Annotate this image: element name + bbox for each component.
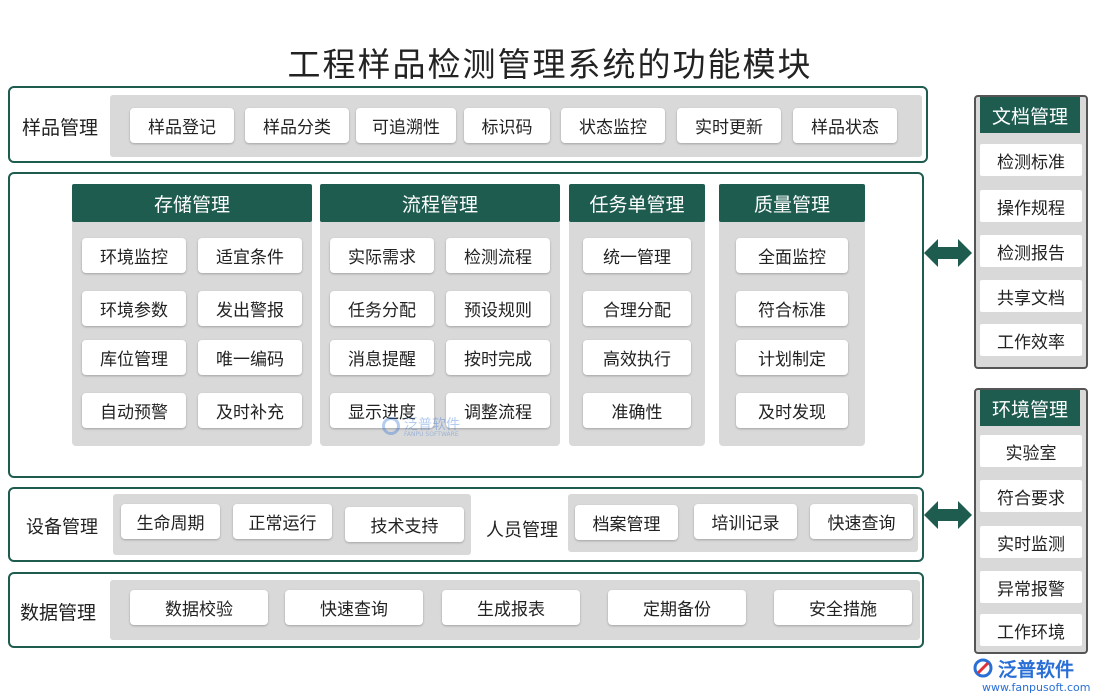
process-item: 按时完成 <box>446 340 550 375</box>
personnel-label: 人员管理 <box>486 520 558 541</box>
watermark: 泛普软件 FANPU SOFTWARE <box>382 414 492 440</box>
logo-url: www.fanpusoft.com <box>982 681 1091 694</box>
personnel-item: 培训记录 <box>694 504 797 539</box>
process-item: 消息提醒 <box>330 340 434 375</box>
process-item: 检测流程 <box>446 238 550 273</box>
sample-item: 样品状态 <box>793 108 897 143</box>
env-box <box>974 388 1088 654</box>
quality-item: 全面监控 <box>736 238 848 273</box>
process-header: 流程管理 <box>320 184 560 222</box>
sample-label: 样品管理 <box>22 117 99 139</box>
task-item: 合理分配 <box>583 291 691 326</box>
personnel-item: 快速查询 <box>810 504 913 539</box>
equipment-item: 正常运行 <box>233 504 332 539</box>
data-item: 数据校验 <box>130 590 268 625</box>
storage-header: 存储管理 <box>72 184 312 222</box>
docs-box <box>974 95 1088 369</box>
storage-item: 环境参数 <box>82 291 186 326</box>
double-arrow-icon <box>924 236 972 270</box>
watermark-name: 泛普软件 <box>404 417 460 433</box>
task-item: 统一管理 <box>583 238 691 273</box>
task-item: 高效执行 <box>583 340 691 375</box>
docs-item: 共享文档 <box>980 280 1082 312</box>
data-item: 快速查询 <box>285 590 423 625</box>
storage-item: 自动预警 <box>82 393 186 428</box>
fanpu-logo-icon <box>972 657 994 679</box>
storage-item: 发出警报 <box>198 291 302 326</box>
storage-item: 适宜条件 <box>198 238 302 273</box>
logo-name: 泛普软件 <box>998 659 1075 681</box>
sample-item: 样品分类 <box>245 108 349 143</box>
task-item: 准确性 <box>583 393 691 428</box>
data-item: 生成报表 <box>442 590 580 625</box>
storage-item: 唯一编码 <box>198 340 302 375</box>
sample-item: 状态监控 <box>561 108 665 143</box>
docs-item: 检测报告 <box>980 235 1082 267</box>
env-item: 实时监测 <box>980 526 1082 558</box>
sample-item: 样品登记 <box>130 108 234 143</box>
env-item: 异常报警 <box>980 571 1082 603</box>
sample-item: 可追溯性 <box>356 108 456 143</box>
data-label: 数据管理 <box>20 602 97 624</box>
docs-header: 文档管理 <box>980 97 1080 133</box>
env-item: 工作环境 <box>980 614 1082 646</box>
fanpu-logo: 泛普软件 www.fanpusoft.com <box>972 655 1096 697</box>
process-item: 实际需求 <box>330 238 434 273</box>
env-header: 环境管理 <box>980 390 1080 426</box>
storage-item: 及时补充 <box>198 393 302 428</box>
equipment-item: 生命周期 <box>121 504 220 539</box>
process-item: 预设规则 <box>446 291 550 326</box>
env-item: 实验室 <box>980 435 1082 467</box>
watermark-logo-icon <box>382 417 400 435</box>
watermark-sub: FANPU SOFTWARE <box>404 431 459 438</box>
sample-item: 标识码 <box>464 108 550 143</box>
quality-item: 及时发现 <box>736 393 848 428</box>
personnel-item: 档案管理 <box>575 505 678 540</box>
sample-item: 实时更新 <box>677 108 781 143</box>
quality-item: 符合标准 <box>736 291 848 326</box>
docs-item: 检测标准 <box>980 144 1082 176</box>
page-title: 工程样品检测管理系统的功能模块 <box>287 45 813 84</box>
equipment-label: 设备管理 <box>26 517 98 538</box>
storage-item: 库位管理 <box>82 340 186 375</box>
process-item: 任务分配 <box>330 291 434 326</box>
data-item: 定期备份 <box>608 590 746 625</box>
task-header: 任务单管理 <box>569 184 705 222</box>
env-item: 符合要求 <box>980 480 1082 512</box>
quality-item: 计划制定 <box>736 340 848 375</box>
equipment-item: 技术支持 <box>345 507 464 542</box>
docs-item: 操作规程 <box>980 190 1082 222</box>
quality-header: 质量管理 <box>719 184 865 222</box>
process-item: 调整流程 <box>446 393 550 428</box>
docs-item: 工作效率 <box>980 324 1082 356</box>
data-item: 安全措施 <box>774 590 912 625</box>
double-arrow-icon <box>924 498 972 532</box>
storage-item: 环境监控 <box>82 238 186 273</box>
